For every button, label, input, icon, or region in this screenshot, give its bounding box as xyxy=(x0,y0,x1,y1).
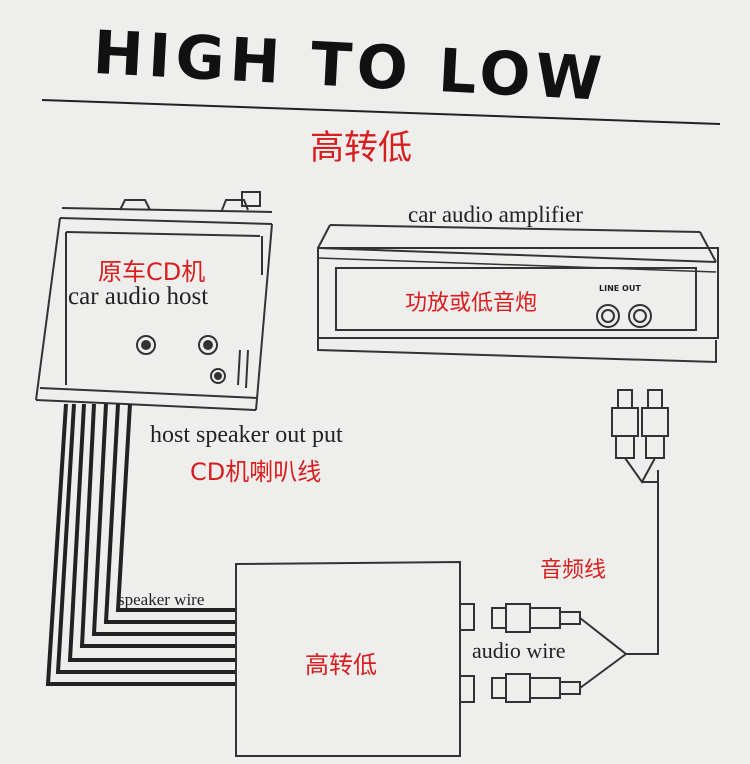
subtitle-cn: 高转低 xyxy=(310,128,412,168)
host-label-cn: 原车CD机 xyxy=(98,258,206,286)
speaker-wire-label: speaker wire xyxy=(118,590,205,609)
title-underline xyxy=(41,99,721,125)
converter-box xyxy=(235,560,475,757)
host-label-en: car audio host xyxy=(68,283,209,310)
audio-wire-label-en: audio wire xyxy=(472,638,566,663)
rca-plugs-converter xyxy=(491,470,659,703)
audio-wire-label-cn: 音频线 xyxy=(540,558,607,583)
amplifier-title: car audio amplifier xyxy=(408,202,583,227)
converter-label-cn: 高转低 xyxy=(305,651,377,679)
rca-plugs-amplifier xyxy=(611,389,669,484)
car-audio-amplifier-unit xyxy=(317,224,719,364)
speaker-output-label-cn: CD机喇叭线 xyxy=(190,458,322,486)
car-audio-host-unit xyxy=(35,191,273,411)
speaker-output-label-en: host speaker out put xyxy=(150,422,343,448)
amplifier-label-cn: 功放或低音炮 xyxy=(405,291,538,316)
line-out-label: LINE OUT xyxy=(599,284,641,293)
speaker-wire-bundle xyxy=(45,403,236,686)
